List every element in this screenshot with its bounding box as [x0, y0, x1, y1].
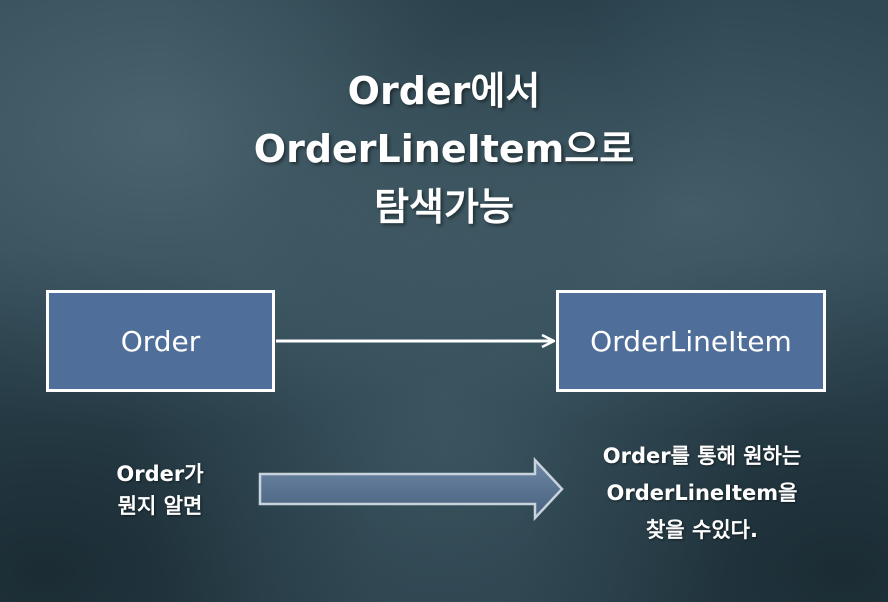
- order-box-label: Order: [120, 324, 201, 358]
- title-line-3: 탐색가능: [374, 185, 514, 229]
- title-line-2: OrderLineItem으로: [253, 127, 635, 171]
- caption-right: Order를 통해 원하는 OrderLineItem을 찾을 수있다.: [562, 438, 842, 549]
- caption-right-line-3: 찾을 수있다.: [646, 518, 758, 542]
- caption-left-line-1: Order가: [116, 462, 204, 486]
- title-line-1: Order에서: [347, 69, 541, 113]
- caption-right-line-2: OrderLineItem을: [606, 481, 798, 505]
- caption-left-line-2: 뭔지 알면: [117, 494, 203, 518]
- caption-left: Order가 뭔지 알면: [70, 458, 250, 522]
- caption-right-line-1: Order를 통해 원하는: [602, 444, 802, 468]
- block-arrow: [258, 456, 564, 522]
- orderlineitem-box: OrderLineItem: [556, 290, 826, 392]
- slide-title: Order에서 OrderLineItem으로 탐색가능: [0, 62, 888, 236]
- orderlineitem-box-label: OrderLineItem: [590, 324, 792, 358]
- order-box: Order: [46, 290, 275, 392]
